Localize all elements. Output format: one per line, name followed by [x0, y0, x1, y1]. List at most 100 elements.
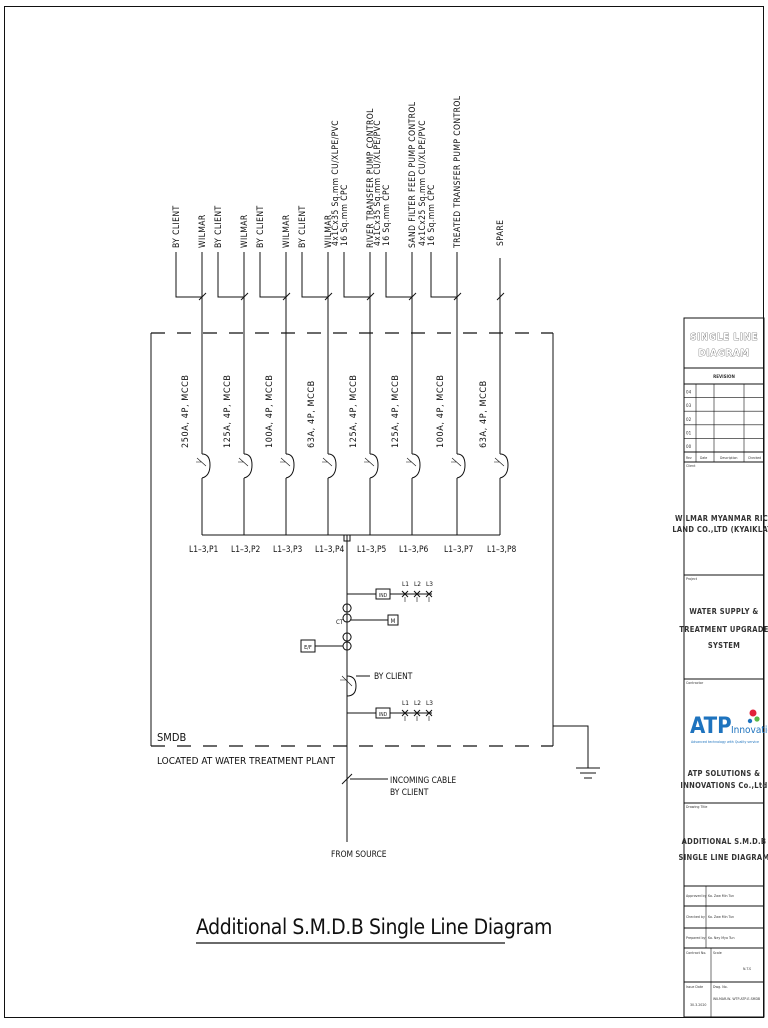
lamp-icon	[401, 709, 409, 717]
feeder-breaker-rating: 100A, 4P, MCCB	[436, 374, 446, 448]
cpc-spec: 16 Sq.mm CPC	[340, 184, 350, 246]
cable-branch	[385, 252, 412, 298]
revision-number: 03	[686, 403, 692, 409]
phase-label: L1	[402, 580, 409, 588]
phase-lamp-l1: L1	[401, 699, 409, 721]
mccb-icon	[243, 453, 253, 479]
client-supply-label: BY CLIENT	[298, 205, 308, 248]
phase-lamp-l3: L3	[425, 699, 433, 721]
logo-tagline: Advanced technology with Quality service	[691, 740, 759, 744]
cable-tick	[324, 292, 333, 301]
lamp-icon	[413, 590, 421, 598]
mccb-blade-icon	[196, 457, 207, 467]
cable-tick	[453, 292, 462, 301]
phase-label: L1	[402, 699, 409, 707]
feeder-phase-label: L1–3,P2	[231, 544, 260, 554]
phase-lamp-l2: L2	[413, 580, 421, 602]
client-supply-label: BY CLIENT	[172, 205, 182, 248]
mccb-blade-icon	[451, 457, 462, 467]
lamp-icon	[401, 590, 409, 598]
phase-label: L2	[414, 580, 421, 588]
cable-spec: 4x1Cx35 Sq.mm CU/XLPE/PVC	[331, 120, 341, 246]
revision-column-header: Date	[700, 456, 707, 460]
lamp-icon	[425, 590, 433, 598]
feeder-breaker-rating: 250A, 4P, MCCB	[181, 374, 191, 448]
feeder-phase-label: L1–3,P5	[357, 544, 386, 554]
tb-revision-label: REVISION	[713, 374, 735, 380]
ef-ct-icon	[342, 632, 352, 651]
earth-conductor	[553, 725, 589, 768]
incoming-cable-label: INCOMING CABLE	[390, 775, 456, 785]
feeder-phase-label: L1–3,P6	[399, 544, 428, 554]
tb-issue-date: 30.3.2020	[690, 1003, 706, 1007]
tb-drawing-title-label: Drawing Title	[686, 805, 707, 809]
mccb-blade-icon	[364, 457, 375, 467]
cable-branch	[343, 252, 370, 298]
cable-spec: 4x1Cx35 Sq.mm CU/XLPE/PVC	[373, 120, 383, 246]
feeder-load-label: TREATED TRANSFER PUMP CONTROL	[453, 95, 463, 249]
ct-icon	[342, 603, 352, 623]
sheet-border	[4, 6, 764, 1018]
phase-lamp-l3: L3	[425, 580, 433, 602]
diagram-title: Additional S.M.D.B Single Line Diagram	[196, 915, 552, 939]
tb-prepared-label: Prepared by	[686, 936, 706, 940]
mccb-icon	[201, 453, 211, 479]
incomer-breaker-note: BY CLIENT	[374, 671, 413, 681]
atp-logo: ATP Innovations Advanced technology with…	[690, 709, 768, 744]
ct-label: CT	[336, 619, 344, 626]
incomer-breaker-blade	[340, 675, 353, 687]
mccb-blade-icon	[280, 457, 291, 467]
earth-icon	[576, 767, 600, 779]
tb-client-line1: WILMAR MYANMAR RICE	[675, 514, 768, 523]
smdb-location: LOCATED AT WATER TREATMENT PLANT	[157, 756, 335, 767]
client-branch	[217, 252, 244, 298]
incoming-cable-tick	[341, 773, 353, 785]
mccb-blade-icon	[406, 457, 417, 467]
feeder-load-label: SAND FILTER FEED PUMP CONTROL	[408, 101, 418, 248]
feeder-phase-label: L1–3,P4	[315, 544, 344, 554]
cable-tick	[408, 292, 417, 301]
mccb-icon	[285, 453, 295, 479]
cpc-spec: 16 Sq.mm CPC	[427, 184, 437, 246]
phase-lamp-l1: L1	[401, 580, 409, 602]
tb-scale-label: Scale	[713, 951, 722, 955]
tb-checked-by: Ko. Zaw Min Tun	[708, 915, 734, 919]
tb-heading-1: SINGLE LINE	[690, 332, 758, 343]
tb-issue-label: Issue Date	[686, 985, 703, 989]
feeder-phase-label: L1–3,P7	[444, 544, 473, 554]
feeder-breaker-rating: 125A, 4P, MCCB	[223, 374, 233, 448]
revision-column-header: Description	[720, 456, 737, 460]
client-supply-label: BY CLIENT	[214, 205, 224, 248]
title-block: SINGLE LINE DIAGRAM REVISION 0403020100R…	[672, 317, 768, 1018]
revision-number: 02	[686, 417, 692, 423]
logo-main-text: ATP	[690, 714, 732, 739]
tb-project-line3: SYSTEM	[708, 641, 740, 650]
lower-indicator-label: IND	[379, 712, 388, 718]
logo-sub-text: Innovations	[731, 725, 768, 736]
mccb-icon	[499, 453, 509, 479]
tb-heading-2: DIAGRAM	[698, 348, 750, 359]
tb-drawing-title-line1: ADDITIONAL S.M.D.B	[682, 837, 767, 846]
tb-contractor-label: Contractor	[686, 681, 704, 685]
cable-tick	[282, 292, 291, 301]
mccb-blade-icon	[238, 457, 249, 467]
feeder-phase-label: L1–3,P3	[273, 544, 302, 554]
mccb-icon	[456, 453, 466, 479]
tb-project-line1: WATER SUPPLY &	[689, 607, 758, 616]
feeder-supply-label: WILMAR	[282, 214, 292, 248]
mccb-icon	[411, 453, 421, 479]
tb-checked-label: Checked by	[686, 915, 705, 919]
meter-label: M	[391, 618, 396, 625]
tb-drawing-title-line2: SINGLE LINE DIAGRAM	[679, 853, 768, 862]
client-branch	[259, 252, 286, 298]
incoming-cable-owner: BY CLIENT	[390, 787, 429, 797]
tb-approved-label: Approved by	[686, 894, 707, 898]
tb-approved-by: Ko. Zaw Min Tun	[708, 894, 734, 898]
tb-contract-label: Contract No.	[686, 951, 706, 955]
feeder-breaker-rating: 63A, 4P, MCCB	[307, 380, 317, 448]
